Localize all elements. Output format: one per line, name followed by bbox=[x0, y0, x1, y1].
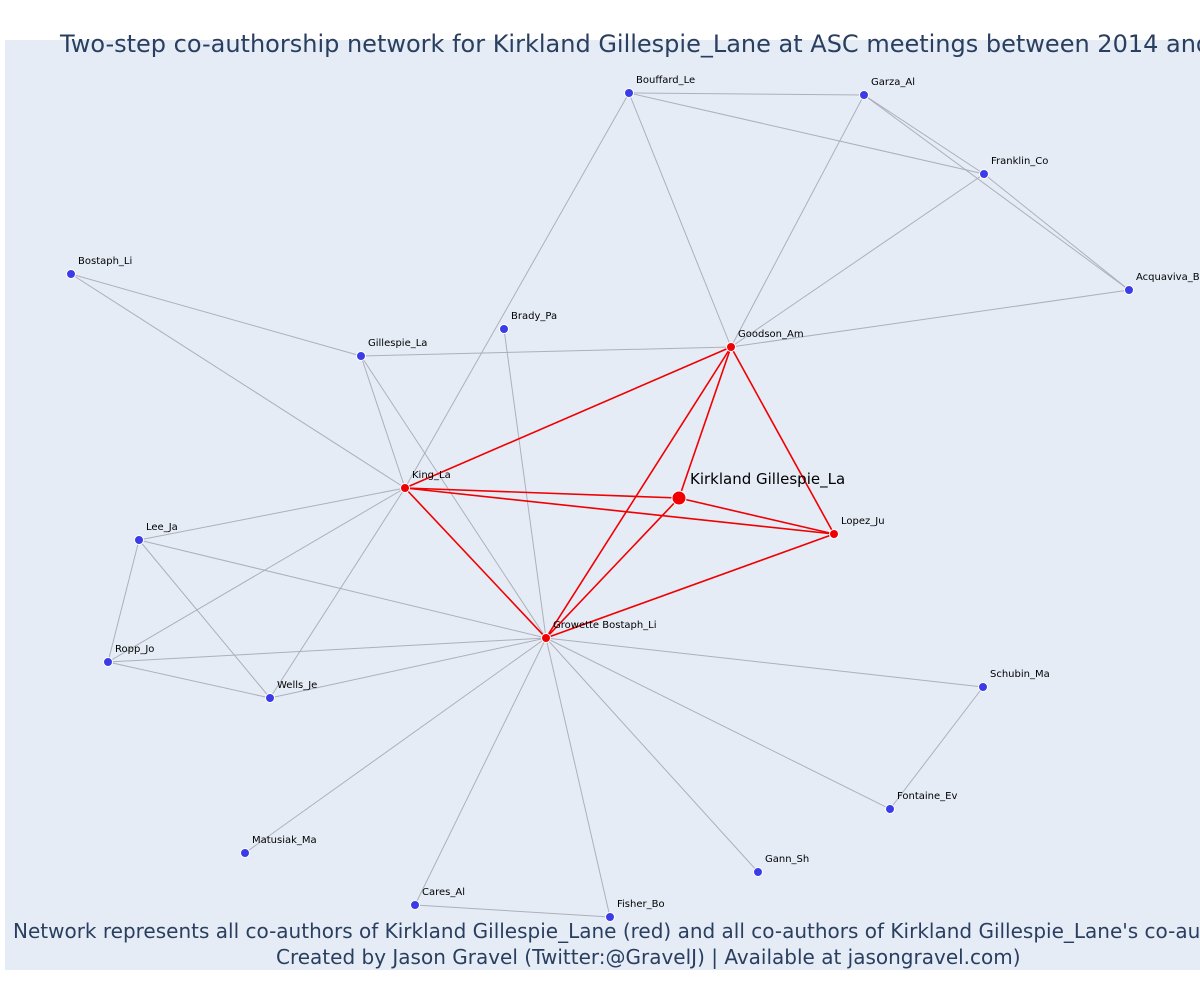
label-schubin: Schubin_Ma bbox=[990, 669, 1050, 680]
label-fisher: Fisher_Bo bbox=[617, 899, 665, 910]
label-wells: Wells_Je bbox=[277, 680, 317, 691]
edge-kirkland-king bbox=[404, 487, 680, 499]
edge-gillespie-growette bbox=[360, 355, 547, 639]
edge-brady-growette bbox=[503, 328, 547, 639]
edge-cares-growette bbox=[414, 637, 547, 906]
edge-ropp-wells bbox=[107, 661, 271, 699]
label-matusiak: Matusiak_Ma bbox=[252, 835, 317, 846]
caption-line-2: Created by Jason Gravel (Twitter:@Gravel… bbox=[276, 945, 1021, 969]
label-cares: Cares_Al bbox=[422, 887, 465, 898]
label-lee: Lee_Ja bbox=[146, 522, 178, 533]
edge-kirkland-growette bbox=[545, 497, 680, 639]
chart-title: Two-step co-authorship network for Kirkl… bbox=[59, 30, 1200, 58]
edge-lee-growette bbox=[138, 539, 547, 639]
label-garza: Garza_Al bbox=[871, 77, 915, 88]
author-labels: Kirkland Gillespie_La Goodson_AmKing_LaLo… bbox=[78, 75, 1200, 910]
edge-garza-acquaviva bbox=[863, 94, 1130, 291]
edge-matusiak-growette bbox=[244, 637, 547, 854]
edge-king-growette bbox=[404, 487, 547, 639]
node-cares bbox=[410, 900, 420, 910]
edge-ropp-growette bbox=[107, 637, 547, 663]
node-bostaph bbox=[66, 269, 76, 279]
node-wells bbox=[265, 693, 275, 703]
label-franklin: Franklin_Co bbox=[991, 156, 1048, 167]
edge-bostaph-king bbox=[70, 273, 406, 489]
edge-schubin-fontaine bbox=[889, 686, 984, 810]
edge-garza-goodson bbox=[730, 94, 865, 348]
edge-gillespie-goodson bbox=[360, 346, 732, 357]
edge-bouffard-garza bbox=[628, 92, 865, 96]
node-schubin bbox=[978, 682, 988, 692]
plot-background bbox=[5, 40, 1200, 970]
node-gillespie bbox=[356, 351, 366, 361]
label-gillespie: Gillespie_La bbox=[368, 338, 427, 349]
edge-gillespie-king bbox=[360, 355, 406, 489]
edge-fisher-growette bbox=[545, 637, 611, 918]
node-lopez bbox=[829, 529, 839, 539]
node-lee bbox=[134, 535, 144, 545]
second-step-edges bbox=[70, 92, 1130, 918]
node-gann bbox=[753, 867, 763, 877]
label-king: King_La bbox=[412, 470, 451, 481]
edge-gillespie-bostaph bbox=[70, 273, 362, 357]
node-kirkland bbox=[671, 490, 687, 506]
node-growette bbox=[541, 633, 551, 643]
edge-bouffard-king bbox=[404, 92, 630, 489]
label-acquaviva: Acquaviva_B bbox=[1136, 272, 1200, 283]
edge-king-lopez bbox=[404, 487, 835, 535]
label-kirkland: Kirkland Gillespie_La bbox=[690, 470, 845, 489]
edge-kirkland-goodson bbox=[678, 346, 732, 499]
edge-lee-king bbox=[138, 487, 406, 541]
edge-acquaviva-goodson bbox=[730, 289, 1130, 348]
edge-goodson-king bbox=[404, 346, 732, 489]
edge-bouffard-franklin bbox=[628, 92, 985, 175]
edge-goodson-lopez bbox=[730, 346, 835, 535]
edge-fontaine-growette bbox=[545, 637, 891, 810]
edge-schubin-growette bbox=[545, 637, 984, 688]
node-matusiak bbox=[240, 848, 250, 858]
edge-kirkland-lopez bbox=[678, 497, 835, 535]
node-acquaviva bbox=[1124, 285, 1134, 295]
edge-garza-franklin bbox=[863, 94, 985, 175]
node-brady bbox=[499, 324, 509, 334]
edge-bouffard-goodson bbox=[628, 92, 732, 348]
label-ropp: Ropp_Jo bbox=[115, 644, 154, 655]
node-king bbox=[400, 483, 410, 493]
edge-lee-ropp bbox=[107, 539, 140, 663]
edge-cares-fisher bbox=[414, 904, 611, 918]
edge-lee-wells bbox=[138, 539, 271, 699]
label-lopez: Lopez_Ju bbox=[841, 516, 885, 527]
caption-line-1: Network represents all co-authors of Kir… bbox=[13, 919, 1200, 943]
label-bouffard: Bouffard_Le bbox=[636, 75, 695, 86]
edge-lopez-growette bbox=[545, 533, 835, 639]
node-goodson bbox=[726, 342, 736, 352]
label-gann: Gann_Sh bbox=[765, 854, 809, 865]
edge-gann-growette bbox=[545, 637, 759, 873]
node-fisher bbox=[605, 912, 615, 922]
edge-goodson-growette bbox=[545, 346, 732, 639]
author-nodes bbox=[66, 88, 1134, 922]
label-growette: Growette Bostaph_Li bbox=[553, 620, 657, 631]
edge-franklin-goodson bbox=[730, 173, 985, 348]
label-bostaph: Bostaph_Li bbox=[78, 256, 132, 267]
node-garza bbox=[859, 90, 869, 100]
node-fontaine bbox=[885, 804, 895, 814]
coauthor-edges bbox=[404, 346, 835, 639]
edge-wells-growette bbox=[269, 637, 547, 699]
edge-ropp-king bbox=[107, 487, 406, 663]
node-ropp bbox=[103, 657, 113, 667]
label-fontaine: Fontaine_Ev bbox=[897, 791, 957, 802]
node-bouffard bbox=[624, 88, 634, 98]
edge-wells-king bbox=[269, 487, 406, 699]
edge-franklin-acquaviva bbox=[983, 173, 1130, 291]
node-franklin bbox=[979, 169, 989, 179]
label-brady: Brady_Pa bbox=[511, 311, 557, 322]
label-goodson: Goodson_Am bbox=[738, 329, 804, 340]
